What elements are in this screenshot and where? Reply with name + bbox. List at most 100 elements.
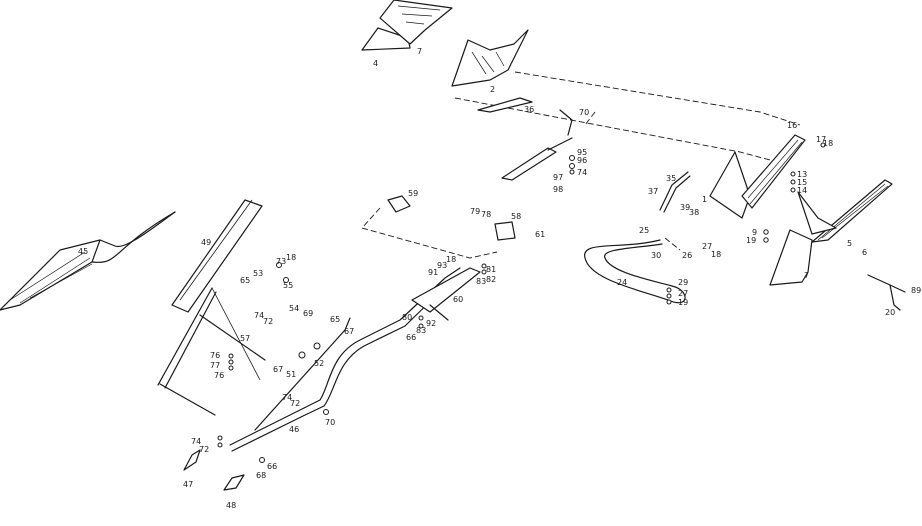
callout-15: 15 xyxy=(797,178,807,187)
callout-74: 74 xyxy=(282,393,292,402)
callout-18: 18 xyxy=(711,250,721,259)
part-36-blade xyxy=(477,97,533,113)
callout-18: 18 xyxy=(286,253,296,262)
callout-9: 9 xyxy=(752,228,757,237)
callout-24: 24 xyxy=(617,278,627,287)
callout-37: 37 xyxy=(648,187,658,196)
callout-74: 74 xyxy=(577,168,587,177)
callout-labels: 4 7 2 36 70 95 96 97 74 98 35 37 39 38 1… xyxy=(78,47,921,510)
callout-83: 83 xyxy=(416,326,426,335)
callout-66: 66 xyxy=(267,462,277,471)
callout-49: 49 xyxy=(201,238,211,247)
part-97-linkage xyxy=(501,109,573,181)
callout-14: 14 xyxy=(797,186,807,195)
callout-82: 82 xyxy=(486,275,496,284)
callout-67: 67 xyxy=(344,327,354,336)
callout-67: 67 xyxy=(273,365,283,374)
callout-59: 59 xyxy=(408,189,418,198)
part-59-clip xyxy=(387,195,411,213)
callout-2: 2 xyxy=(490,85,495,94)
part-48-foot xyxy=(223,474,245,491)
callout-61: 61 xyxy=(535,230,545,239)
callout-1: 1 xyxy=(702,195,707,204)
callout-27: 27 xyxy=(702,242,712,251)
part-24-spring xyxy=(584,239,686,304)
callout-47: 47 xyxy=(183,480,193,489)
callout-70: 70 xyxy=(325,418,335,427)
part-49-bar xyxy=(171,199,263,313)
callout-18: 18 xyxy=(446,255,456,264)
callout-17: 17 xyxy=(816,135,826,144)
callout-98: 98 xyxy=(553,185,563,194)
callout-74: 74 xyxy=(191,437,201,446)
callout-29: 29 xyxy=(678,278,688,287)
callout-96: 96 xyxy=(577,156,587,165)
callout-27: 27 xyxy=(678,289,688,298)
part-60-bracket xyxy=(411,267,481,321)
callout-30: 30 xyxy=(651,251,661,260)
part-35-37-rods xyxy=(659,171,691,213)
callout-51: 51 xyxy=(286,370,296,379)
callout-92: 92 xyxy=(426,319,436,328)
part-2-plate xyxy=(451,29,529,87)
callout-97: 97 xyxy=(553,173,563,182)
part-4-7-plates xyxy=(361,0,453,51)
callout-72: 72 xyxy=(290,399,300,408)
callout-91: 91 xyxy=(428,268,438,277)
callout-76: 76 xyxy=(214,371,224,380)
callout-20: 20 xyxy=(885,308,895,317)
callout-80: 80 xyxy=(402,313,412,322)
callout-66: 66 xyxy=(406,333,416,342)
callout-57: 57 xyxy=(240,334,250,343)
callout-6: 6 xyxy=(862,248,867,257)
callout-18: 18 xyxy=(823,139,833,148)
callout-54: 54 xyxy=(289,304,299,313)
callout-19: 19 xyxy=(678,298,688,307)
callout-25: 25 xyxy=(639,226,649,235)
callout-72: 72 xyxy=(199,445,209,454)
callout-48: 48 xyxy=(226,501,236,510)
callout-39: 39 xyxy=(680,203,690,212)
part-45-divider xyxy=(0,211,176,311)
callout-55: 55 xyxy=(283,281,293,290)
callout-77: 77 xyxy=(210,361,220,370)
part-46-main-lever xyxy=(229,267,461,452)
callout-13: 13 xyxy=(797,170,807,179)
callout-38: 38 xyxy=(689,208,699,217)
callout-35: 35 xyxy=(666,174,676,183)
callout-58: 58 xyxy=(511,212,521,221)
callout-76: 76 xyxy=(210,351,220,360)
callout-78: 78 xyxy=(481,210,491,219)
part-47-handle xyxy=(183,449,201,471)
callout-53: 53 xyxy=(253,269,263,278)
callout-73: 73 xyxy=(276,257,286,266)
callout-65: 65 xyxy=(240,276,250,285)
callout-19: 19 xyxy=(746,236,756,245)
part-57-frame xyxy=(157,287,266,416)
callout-7: 7 xyxy=(804,271,809,280)
callout-83: 83 xyxy=(476,277,486,286)
part-1-shovel xyxy=(709,134,806,219)
callout-5: 5 xyxy=(847,239,852,248)
callout-81: 81 xyxy=(486,265,496,274)
fasteners xyxy=(217,142,826,463)
callout-93: 93 xyxy=(437,261,447,270)
callout-45: 45 xyxy=(78,247,88,256)
callout-79: 79 xyxy=(470,207,480,216)
part-5-shovel xyxy=(769,179,893,286)
callout-7: 7 xyxy=(417,47,422,56)
callout-72: 72 xyxy=(263,317,273,326)
callout-46: 46 xyxy=(289,425,299,434)
callout-74: 74 xyxy=(254,311,264,320)
callout-26: 26 xyxy=(682,251,692,260)
callout-89: 89 xyxy=(911,286,921,295)
callout-36: 36 xyxy=(524,105,534,114)
callout-68: 68 xyxy=(256,471,266,480)
callout-60: 60 xyxy=(453,295,463,304)
callout-4: 4 xyxy=(373,59,378,68)
callout-65: 65 xyxy=(330,315,340,324)
callout-52: 52 xyxy=(314,359,324,368)
callout-69: 69 xyxy=(303,309,313,318)
assembly-guide-lines xyxy=(361,71,801,259)
